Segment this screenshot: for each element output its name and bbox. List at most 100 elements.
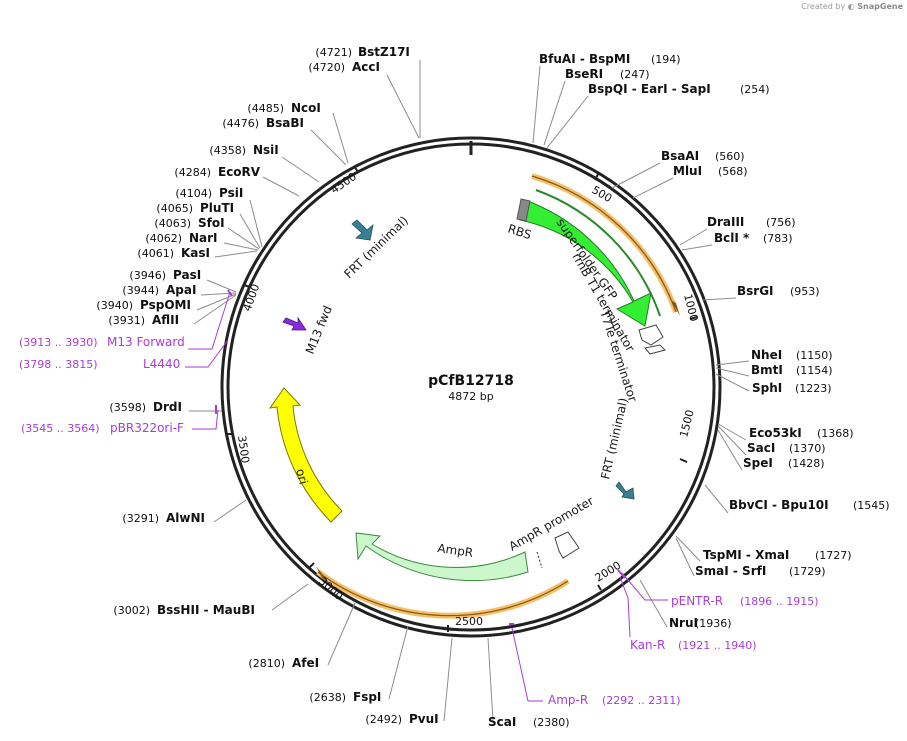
primer-range: (3545 .. 3564) <box>21 422 100 435</box>
site-name: PluTI <box>200 201 234 215</box>
site-pos: (3931) <box>108 314 145 327</box>
site-name: BspQI - EarI - SapI <box>588 82 711 96</box>
primer-labels: (3913 .. 3930) M13 Forward (3798 .. 3815… <box>19 335 819 707</box>
site-name: BstZ17I <box>358 45 410 59</box>
orf-arrowhead-ampr <box>316 566 330 584</box>
site-name: PvuI <box>409 712 439 726</box>
site-name: Eco53kI <box>749 426 802 440</box>
site-pos: (4476) <box>222 117 259 130</box>
site-pos: (1545) <box>853 499 890 512</box>
site-name: SacI <box>747 441 775 455</box>
site-pos: (568) <box>718 165 748 178</box>
site-pos: (4284) <box>174 166 211 179</box>
site-name: AflII <box>152 313 179 327</box>
orf-dark-gfp <box>535 189 661 317</box>
feature-t7te-terminator <box>644 344 666 355</box>
feature-frt-right <box>615 481 635 500</box>
site-pos: (4065) <box>156 202 193 215</box>
site-pos: (4485) <box>247 102 284 115</box>
site-name: NsiI <box>253 143 279 157</box>
site-name: PasI <box>173 268 201 282</box>
primer-range: (3913 .. 3930) <box>19 336 98 349</box>
site-name: SphI <box>752 381 782 395</box>
plasmid-name: pCfB12718 <box>428 373 514 389</box>
feature-ampr <box>355 532 529 582</box>
plasmid-size: 4872 bp <box>448 390 493 403</box>
enzyme-leader-lines <box>189 60 750 722</box>
tick-1500: 1500 <box>677 408 696 438</box>
credit-brand: SnapGene <box>857 2 903 11</box>
feature-m13-fwd <box>282 316 307 331</box>
site-pos: (1368) <box>817 427 854 440</box>
primer-name: M13 Forward <box>107 335 185 349</box>
site-pos: (4104) <box>175 187 212 200</box>
primer-marks <box>215 289 626 625</box>
orf-band-ampr-line <box>317 571 569 617</box>
site-name: MluI <box>673 164 702 178</box>
site-name: NruI <box>669 616 698 630</box>
site-pos: (4063) <box>154 217 191 230</box>
site-name: ApaI <box>166 283 196 297</box>
site-name: AlwNI <box>166 511 205 525</box>
site-name: DrdI <box>153 400 182 414</box>
site-name: PsiI <box>219 186 243 200</box>
site-name: BsrGI <box>737 284 774 298</box>
site-pos: (3944) <box>122 284 159 297</box>
site-name: BseRI <box>565 67 603 81</box>
site-pos: (1223) <box>795 382 832 395</box>
site-pos: (4062) <box>145 232 182 245</box>
site-pos: (1150) <box>796 349 833 362</box>
site-pos: (194) <box>651 53 681 66</box>
primer-range: (3798 .. 3815) <box>19 358 98 371</box>
primer-leader-lines <box>185 291 668 702</box>
primer-name: pBR322ori-F <box>110 421 184 435</box>
orf-arrowhead-gfp <box>671 300 680 316</box>
label-ampr: AmpR <box>437 541 474 560</box>
site-pos: (756) <box>766 216 796 229</box>
site-pos: (247) <box>620 68 650 81</box>
site-name: EcoRV <box>218 165 261 179</box>
site-pos: (1370) <box>789 442 826 455</box>
backbone-outer <box>220 136 722 638</box>
primer-name: Kan-R <box>630 638 665 652</box>
site-pos: (3946) <box>129 269 166 282</box>
site-name: NarI <box>189 231 218 245</box>
feature-ori <box>268 387 343 523</box>
site-name: AfeI <box>292 656 319 670</box>
site-name: PspOMI <box>140 298 191 312</box>
tick-marks <box>226 165 698 632</box>
site-name: FspI <box>353 690 381 704</box>
site-pos: (1154) <box>796 364 833 377</box>
site-name: SmaI - SrfI <box>695 564 766 578</box>
label-rrnb: rrnB T1 terminator <box>569 251 637 355</box>
site-pos: (560) <box>715 150 745 163</box>
label-ampr-promoter: AmpR promoter <box>507 494 597 554</box>
site-pos: (4061) <box>137 247 174 260</box>
site-pos: (2380) <box>533 716 570 729</box>
site-pos: (1428) <box>788 457 825 470</box>
snapgene-logo-icon: ◐ <box>847 2 855 11</box>
site-pos: (3598) <box>109 401 146 414</box>
site-name: NheI <box>751 348 782 362</box>
primer-name: L4440 <box>143 357 180 371</box>
label-ori: ori <box>293 467 311 486</box>
site-pos: (3291) <box>122 512 159 525</box>
site-name: AccI <box>352 60 380 74</box>
site-name: TspMI - XmaI <box>703 548 789 562</box>
primer-name: Amp-R <box>548 693 588 707</box>
ampr-promoter-divider <box>536 551 543 569</box>
enzyme-labels-right: ScaI (2380) BfuAI - BspMI (194) BseRI (2… <box>488 52 890 729</box>
site-pos: (783) <box>763 232 793 245</box>
feature-ampr-promoter <box>554 531 580 559</box>
site-pos: (3940) <box>96 299 133 312</box>
site-name: BssHII - MauBI <box>157 603 255 617</box>
label-frt-right: FRT (minimal) <box>598 396 630 480</box>
site-pos: (4721) <box>315 46 352 59</box>
site-pos: (2492) <box>365 713 402 726</box>
site-pos: (254) <box>740 83 770 96</box>
site-name: BbvCI - Bpu10I <box>729 498 829 512</box>
site-name: BclI * <box>714 231 750 245</box>
site-name: NcoI <box>291 101 321 115</box>
primer-name: pENTR-R <box>671 594 723 608</box>
